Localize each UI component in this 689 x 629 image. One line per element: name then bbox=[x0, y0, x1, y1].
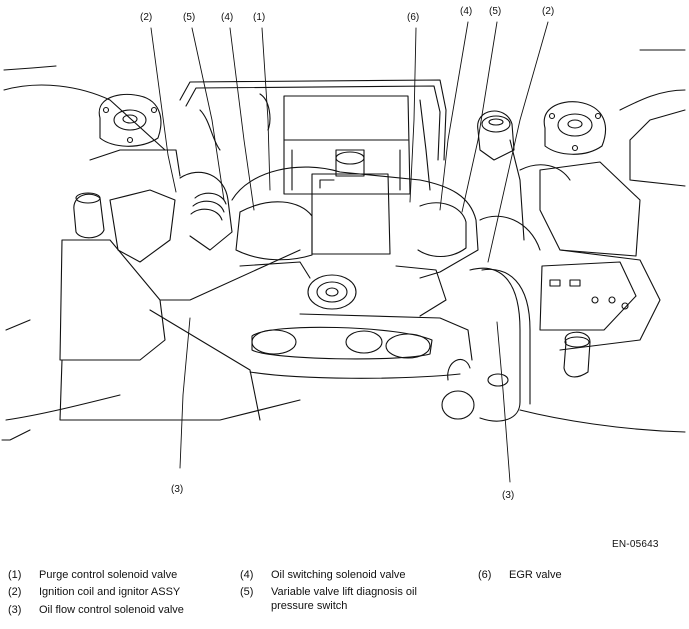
belt-and-pulleys bbox=[239, 261, 473, 379]
left-strut-tower bbox=[98, 93, 162, 147]
legend-label: Oil flow control solenoid valve bbox=[39, 604, 184, 616]
legend: (1) Purge control solenoid valve (2) Ign… bbox=[8, 568, 683, 626]
callout-2-left: (2) bbox=[140, 12, 152, 23]
legend-label: Oil switching solenoid valve bbox=[271, 569, 406, 581]
legend-number: (3) bbox=[8, 604, 22, 616]
callout-leaders bbox=[150, 21, 549, 483]
legend-label: Ignition coil and ignitor ASSY bbox=[39, 586, 181, 598]
legend-number: (6) bbox=[478, 569, 492, 581]
figure-id: EN-05643 bbox=[612, 539, 659, 550]
callout-3-right: (3) bbox=[502, 490, 514, 500]
intake-pipes bbox=[179, 79, 447, 191]
callout-labels: (2) (5) (4) (1) (6) (4) (5) (2) (3) (3) bbox=[140, 6, 554, 500]
legend-label: Variable valve lift diagnosis oil pressu… bbox=[271, 586, 417, 612]
callout-5-right: (5) bbox=[489, 6, 501, 17]
engine-compartment-diagram: (2) (5) (4) (1) (6) (4) (5) (2) (3) (3) bbox=[1, 6, 686, 500]
callout-1: (1) bbox=[253, 12, 265, 23]
right-side-components bbox=[441, 110, 641, 422]
legend-label: Purge control solenoid valve bbox=[39, 569, 178, 581]
engine-block bbox=[231, 95, 479, 279]
legend-number: (4) bbox=[240, 569, 254, 581]
callout-6: (6) bbox=[407, 12, 419, 23]
callout-4-left: (4) bbox=[221, 12, 233, 23]
left-side-components bbox=[59, 149, 301, 421]
legend-number: (5) bbox=[240, 586, 254, 598]
legend-number: (2) bbox=[8, 586, 22, 598]
callout-4-right: (4) bbox=[460, 6, 472, 17]
right-strut-tower bbox=[543, 101, 606, 155]
legend-number: (1) bbox=[8, 569, 22, 581]
callout-2-right: (2) bbox=[542, 6, 554, 17]
callout-5-left: (5) bbox=[183, 12, 195, 23]
callout-3-left: (3) bbox=[171, 484, 183, 495]
legend-label: EGR valve bbox=[509, 569, 562, 581]
